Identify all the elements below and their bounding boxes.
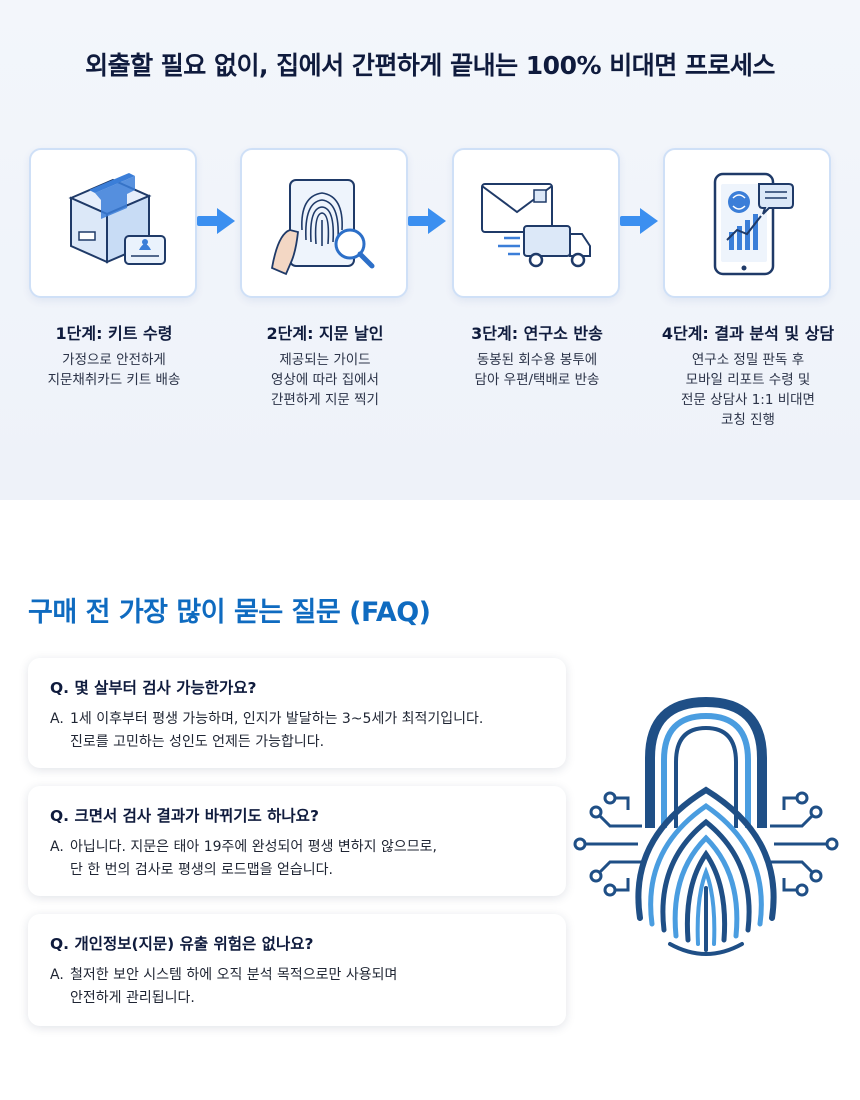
step-card-2 — [240, 148, 408, 298]
process-title: 외출할 필요 없이, 집에서 간편하게 끝내는 100% 비대면 프로세스 — [85, 51, 775, 80]
fingerprint-lock-icon — [568, 688, 848, 972]
step-card-4 — [663, 148, 831, 298]
step-title-1: 1단계: 키트 수령 — [55, 324, 173, 343]
faq-question: Q. 몇 살부터 검사 가능한가요? — [50, 679, 257, 697]
faq-answer-text: 1세 이후부터 평생 가능하며, 인지가 발달하는 3~5세가 최적기입니다. … — [70, 711, 484, 750]
package-box-icon — [68, 173, 166, 265]
faq-answer: A. 1세 이후부터 평생 가능하며, 인지가 발달하는 3~5세가 최적기입니… — [50, 708, 544, 754]
arrow-right-icon — [197, 208, 235, 234]
faq-question: Q. 크면서 검사 결과가 바뀌기도 하나요? — [50, 807, 319, 825]
step-title-3: 3단계: 연구소 반송 — [471, 324, 603, 343]
faq-answer-prefix: A. — [50, 967, 64, 983]
fingerprint-scan-icon — [270, 179, 375, 276]
arrow-right-icon — [408, 208, 446, 234]
step-desc-3: 동봉된 회수용 봉투에 담아 우편/택배로 반송 — [474, 352, 600, 388]
faq-item-1[interactable]: Q. 몇 살부터 검사 가능한가요? A. 1세 이후부터 평생 가능하며, 인… — [28, 658, 566, 768]
step-card-3 — [452, 148, 620, 298]
faq-answer-text: 철저한 보안 시스템 하에 오직 분석 목적으로만 사용되며 안전하게 관리됩니… — [70, 967, 398, 1006]
faq-answer: A. 철저한 보안 시스템 하에 오직 분석 목적으로만 사용되며 안전하게 관… — [50, 964, 544, 1010]
faq-answer-prefix: A. — [50, 711, 64, 727]
mobile-report-icon — [713, 172, 794, 276]
process-section: 외출할 필요 없이, 집에서 간편하게 끝내는 100% 비대면 프로세스 — [0, 0, 860, 500]
faq-item-3[interactable]: Q. 개인정보(지문) 유출 위험은 없나요? A. 철저한 보안 시스템 하에… — [28, 914, 566, 1026]
faq-item-2[interactable]: Q. 크면서 검사 결과가 바뀌기도 하나요? A. 아닙니다. 지문은 태아 … — [28, 786, 566, 896]
faq-title: 구매 전 가장 많이 묻는 질문 (FAQ) — [28, 597, 431, 628]
faq-answer-prefix: A. — [50, 839, 64, 855]
step-title-4: 4단계: 결과 분석 및 상담 — [661, 324, 835, 343]
arrow-right-icon — [620, 208, 658, 234]
faq-question: Q. 개인정보(지문) 유출 위험은 없나요? — [50, 935, 314, 953]
step-card-1 — [29, 148, 197, 298]
faq-answer: A. 아닙니다. 지문은 태아 19주에 완성되어 평생 변하지 않으므로, 단… — [50, 836, 544, 882]
step-title-2: 2단계: 지문 날인 — [266, 324, 384, 343]
faq-answer-text: 아닙니다. 지문은 태아 19주에 완성되어 평생 변하지 않으므로, 단 한 … — [70, 839, 437, 878]
mail-truck-icon — [481, 183, 591, 268]
step-desc-4: 연구소 정밀 판독 후 모바일 리포트 수령 및 전문 상담사 1:1 비대면 … — [681, 352, 815, 428]
step-desc-2: 제공되는 가이드 영상에 따라 집에서 간편하게 지문 찍기 — [271, 352, 379, 408]
step-desc-1: 가정으로 안전하게 지문채취카드 키트 배송 — [47, 352, 181, 388]
